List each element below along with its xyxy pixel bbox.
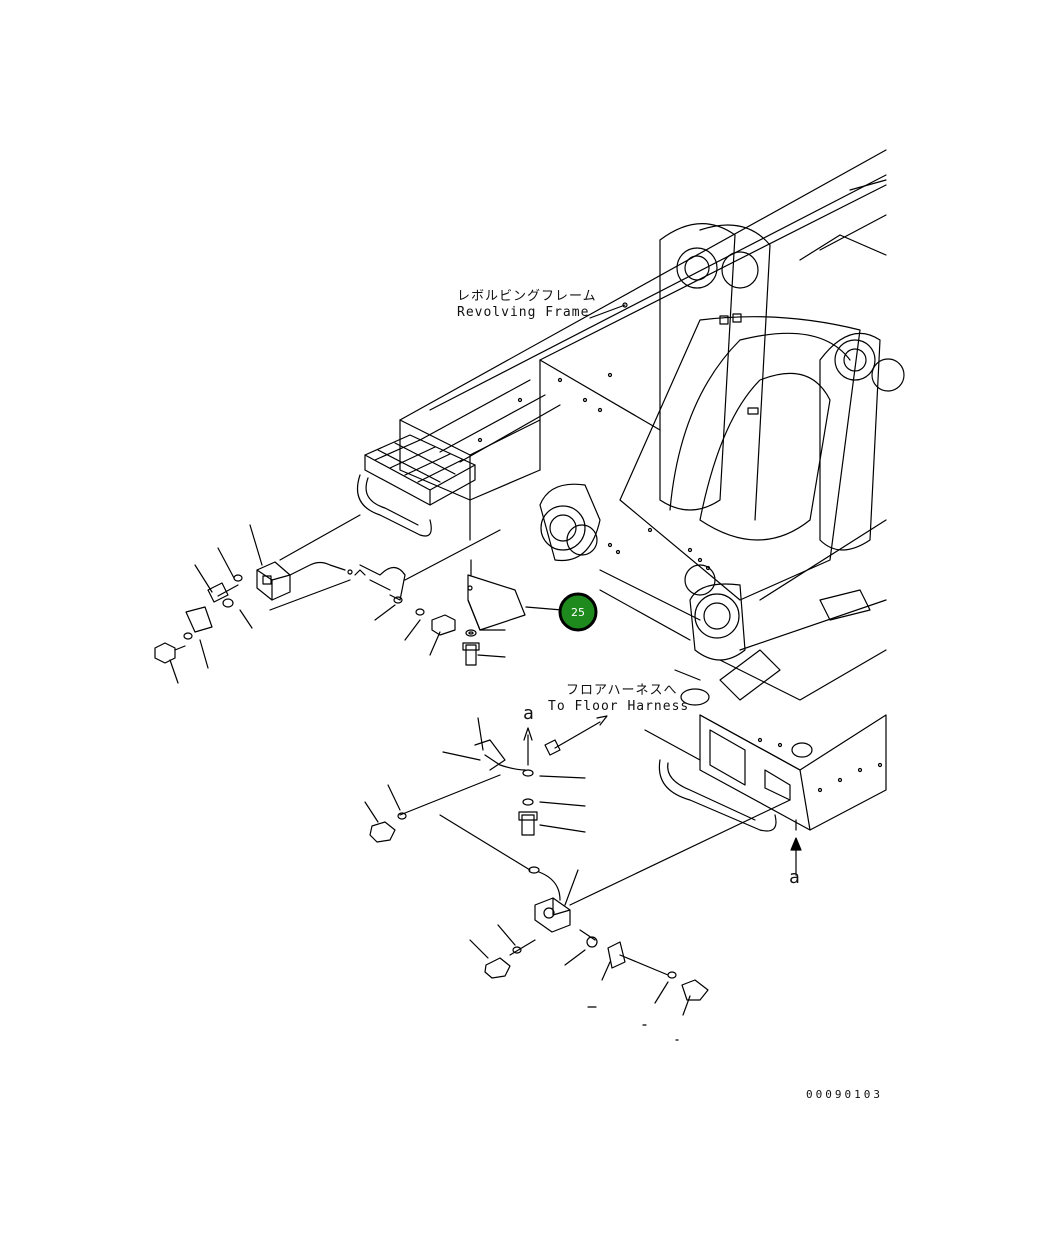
upper-bracket-assembly [462,499,563,666]
revolving-frame-leader-dot [622,302,628,308]
lower-work-lamp [364,715,791,1041]
revolving-frame-label-en: Revolving Frame [457,305,590,320]
callout-25-circle[interactable] [558,592,598,632]
front-step [356,434,476,537]
view-marker-top: a [523,703,535,724]
upper-work-lamp [154,514,501,684]
floor-harness-label-en: To Floor Harness [548,699,690,714]
revolving-frame-label-jp: レボルビングフレーム [457,289,597,304]
revolving-frame-leader [589,304,626,319]
floor-harness-label-jp: フロアハーネスへ [566,683,678,698]
rear-frame [644,649,887,876]
view-marker-bottom: a [789,867,801,888]
callout-25[interactable]: 25 [558,592,598,632]
callout-25-number: 25 [571,606,585,619]
drawing-number: 00090103 [806,1088,883,1101]
